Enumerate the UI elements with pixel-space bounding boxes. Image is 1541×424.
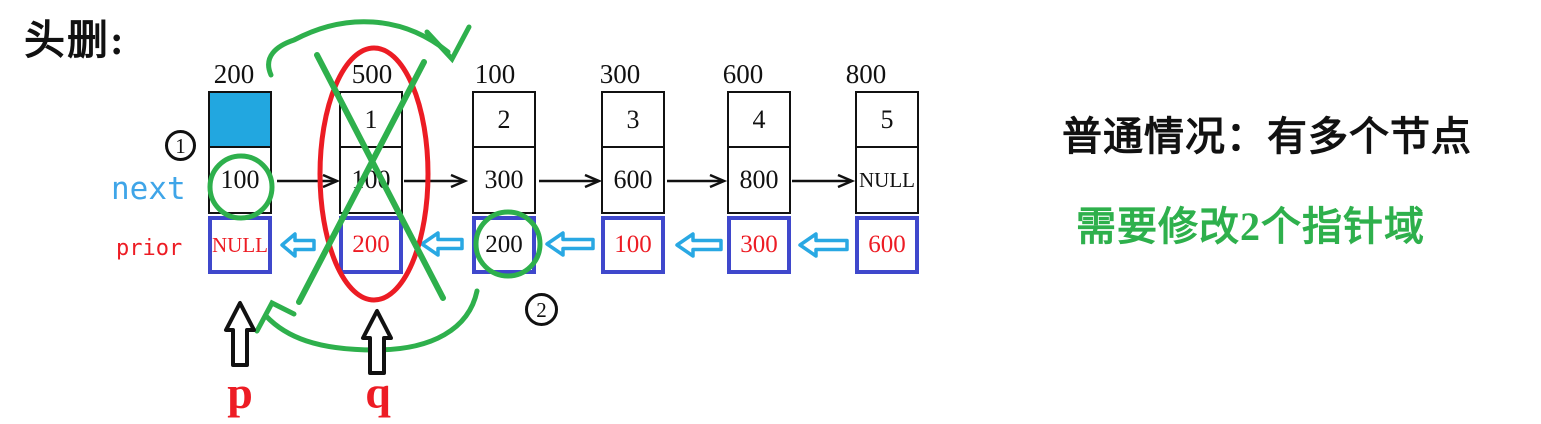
node-data-cell: 5 [855,91,919,148]
node-address: 200 [213,59,255,89]
p-pointer-arrow-icon [224,301,256,367]
node-next-cell: 800 [727,146,791,214]
node-address: 100 [474,59,516,89]
node-prior-cell: 200 [339,216,403,274]
case-title-text: 普通情况：有多个节点 [1062,114,1472,159]
next-arrow-4 [667,173,728,189]
node-address: 500 [351,59,393,89]
q-pointer-arrow-icon [361,309,393,375]
list-node-200: 200 100 NULL [208,59,272,274]
prior-back-arrow-2 [420,231,464,257]
list-node-300: 300 3 600 100 [600,59,665,274]
list-node-100: 100 2 300 200 [472,59,536,274]
node-prior-cell: 300 [727,216,791,274]
node-prior-cell: 600 [855,216,919,274]
node-data-cell: 4 [727,91,791,148]
list-node-800: 800 5 NULL 600 [846,59,919,274]
relink-prior-arrowhead [254,299,297,334]
q-pointer-label: q [365,367,391,418]
next-arrow-3 [539,173,603,189]
prior-back-arrow-1 [280,232,316,258]
prior-field-label: prior [116,236,183,261]
prior-back-arrow-3 [545,231,595,257]
node-data-cell: 3 [601,91,665,148]
next-arrow-5 [792,173,856,189]
node-prior-cell: NULL [208,216,272,274]
relink-next-arrowhead [424,24,472,64]
node-data-cell [208,91,272,148]
step-1-marker: 1 [165,130,196,161]
list-node-500: 500 1 100 200 [339,59,403,274]
list-node-600: 600 4 800 300 [723,59,791,274]
node-next-cell: 100 [208,146,272,214]
node-prior-cell: 200 [472,216,536,274]
case-detail-text: 需要修改2个指针域 [1076,204,1425,249]
page-title: 头删: [24,17,126,63]
node-next-cell: 600 [601,146,665,214]
prior-back-arrow-4 [675,232,723,258]
node-data-cell: 2 [472,91,536,148]
next-arrow-2 [404,173,469,189]
node-next-cell: 100 [339,146,403,214]
node-address: 600 [722,59,764,89]
pointer-up-arrows [224,301,393,375]
node-address: 300 [599,59,641,89]
next-arrow-1 [277,173,341,189]
p-pointer-label: p [227,367,253,418]
relink-prior-arc-annotation [254,288,480,353]
node-next-cell: NULL [855,146,919,214]
node-next-cell: 300 [472,146,536,214]
prior-back-arrow-5 [798,232,849,258]
node-prior-cell: 100 [601,216,665,274]
node-data-cell: 1 [339,91,403,148]
node-address: 800 [845,59,887,89]
next-field-label: next [111,171,186,207]
step-2-marker: 2 [525,293,558,326]
